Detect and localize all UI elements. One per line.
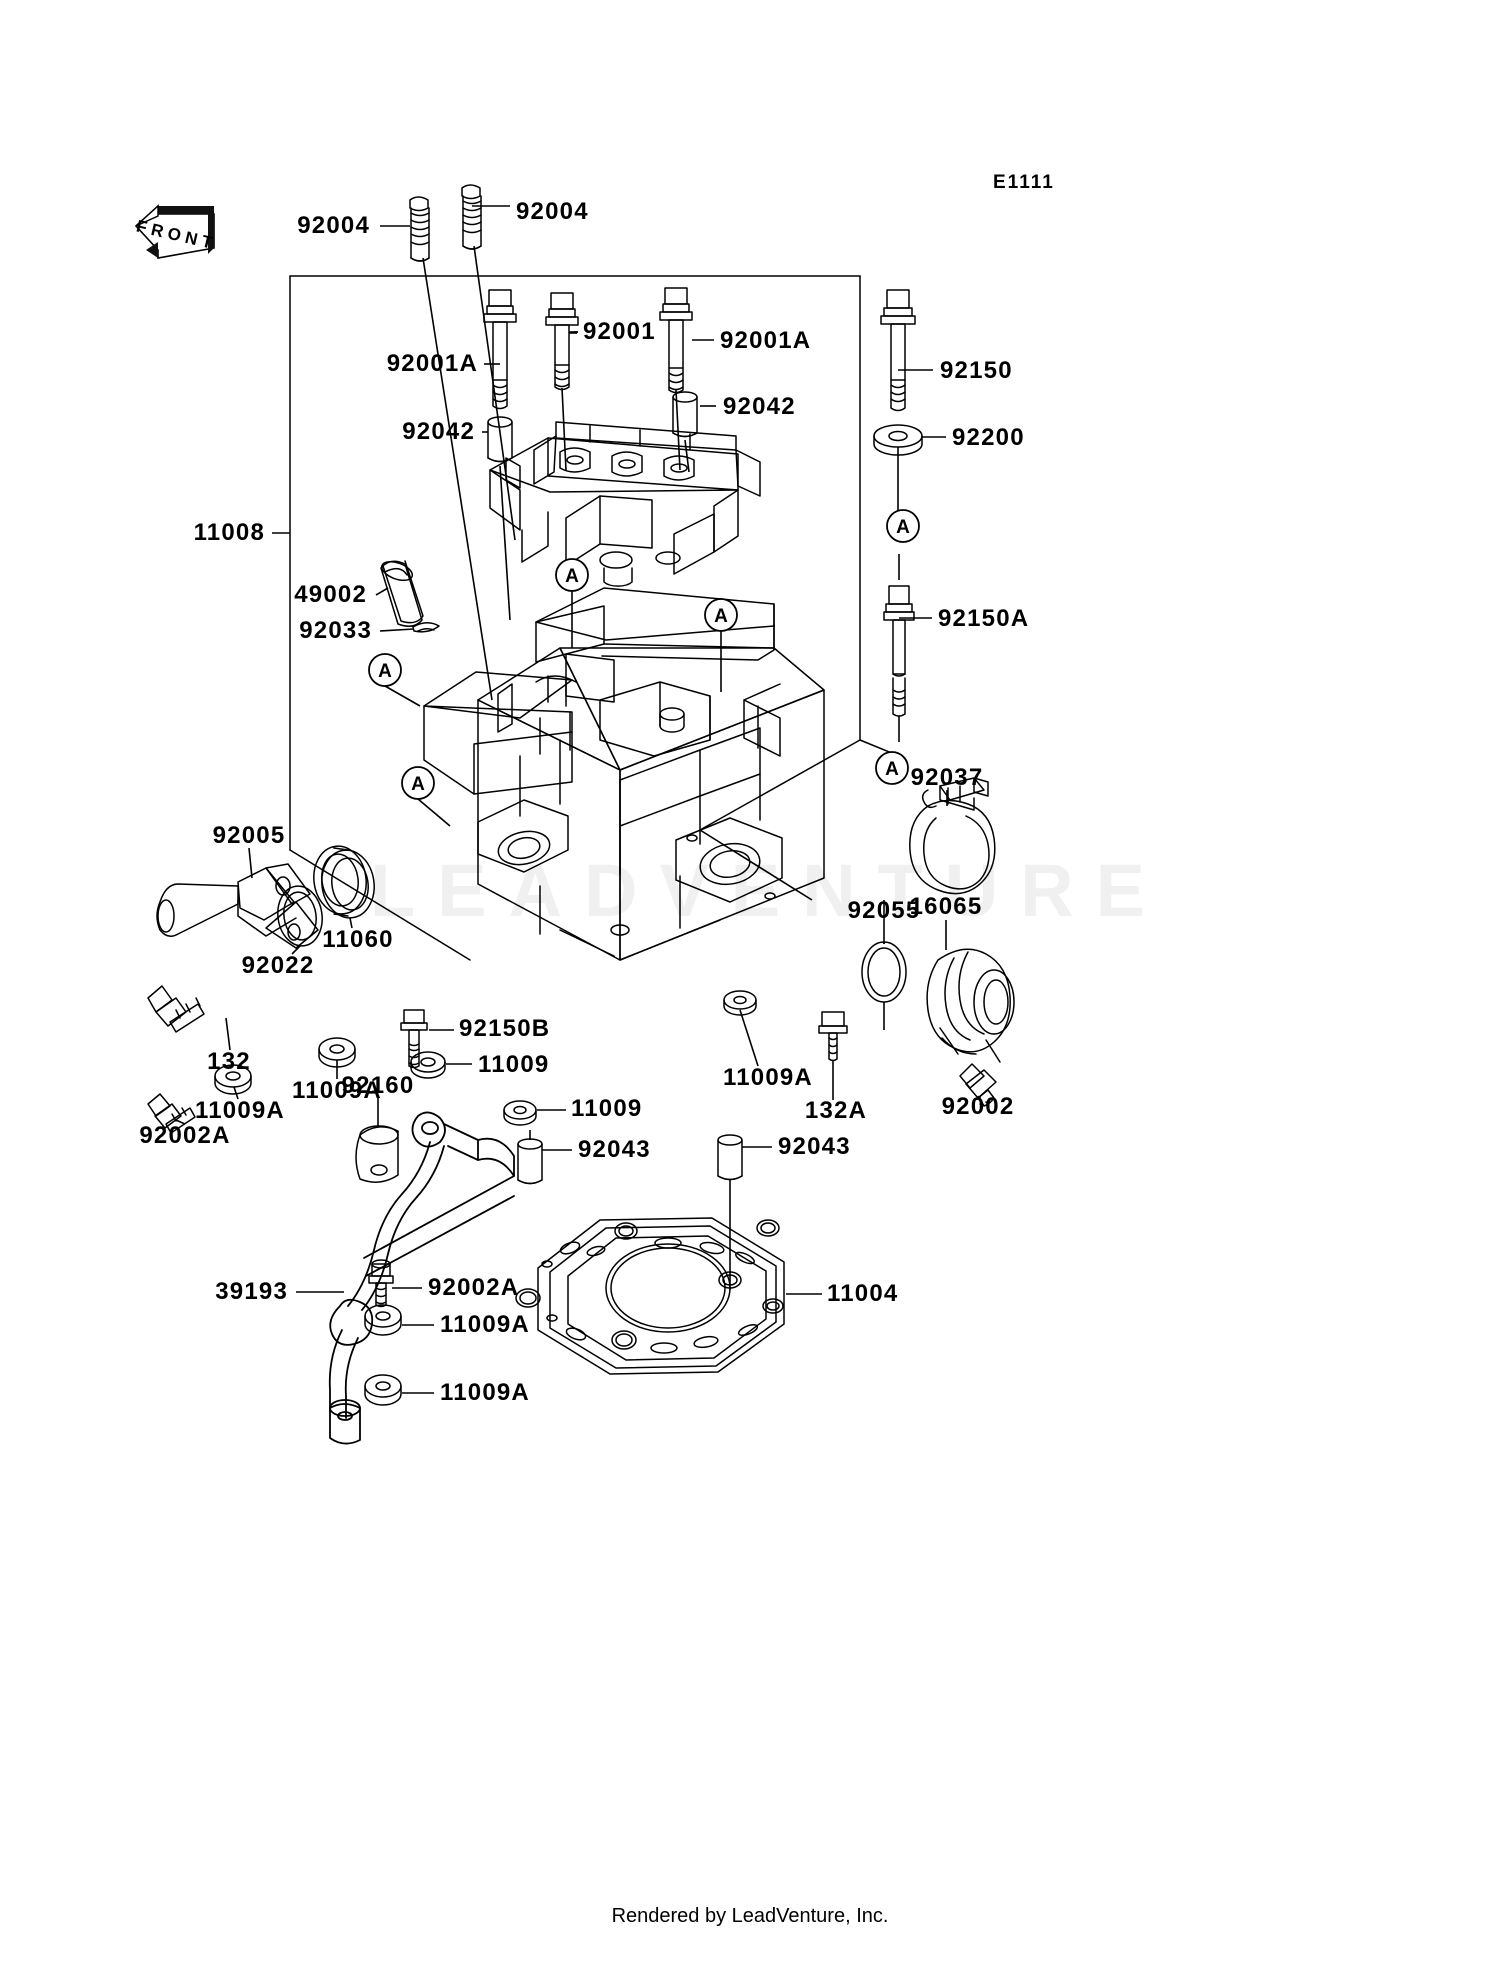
svg-text:A: A bbox=[896, 517, 910, 538]
part-number-label-92002a[interactable]: 92002A bbox=[428, 1274, 520, 1301]
part-92001A-bolt-right bbox=[659, 287, 693, 394]
part-number-label-92150a[interactable]: 92150A bbox=[938, 605, 1030, 632]
part-number-label-11060[interactable]: 11060 bbox=[322, 926, 394, 953]
part-number-label-16065[interactable]: 16065 bbox=[909, 893, 983, 920]
part-number-label-92001a[interactable]: 92001A bbox=[720, 327, 812, 354]
part-number-label-132a[interactable]: 132A bbox=[804, 1097, 868, 1124]
part-92022-o-ring bbox=[277, 885, 323, 947]
part-132-bolt bbox=[147, 985, 205, 1033]
reference-marker-leaders bbox=[384, 591, 722, 827]
part-92042-dowel-left bbox=[487, 416, 513, 463]
part-number-label-11009a[interactable]: 11009A bbox=[195, 1097, 285, 1124]
part-number-label-92002a[interactable]: 92002A bbox=[139, 1122, 231, 1149]
part-11004-gasket bbox=[515, 1217, 785, 1375]
part-number-label-11009a[interactable]: 11009A bbox=[292, 1077, 382, 1104]
part-11009A-washer-bottom-1 bbox=[364, 1304, 402, 1336]
part-92160-damper bbox=[355, 1125, 399, 1183]
part-92005-fitting bbox=[156, 863, 319, 949]
part-11008-crankcase bbox=[423, 421, 825, 961]
svg-text:A: A bbox=[378, 661, 392, 682]
part-number-label-11009a[interactable]: 11009A bbox=[723, 1064, 813, 1091]
part-11060-seal bbox=[313, 845, 375, 919]
part-number-label-92001a[interactable]: 92001A bbox=[386, 350, 478, 377]
part-11009A-washer-right bbox=[723, 990, 757, 1016]
reference-markers bbox=[368, 509, 920, 800]
part-number-label-11008[interactable]: 11008 bbox=[193, 519, 265, 546]
part-number-label-92001[interactable]: 92001 bbox=[583, 318, 656, 345]
part-number-label-92005[interactable]: 92005 bbox=[212, 822, 286, 849]
part-number-label-92004[interactable]: 92004 bbox=[516, 198, 589, 225]
part-number-label-11009a[interactable]: 11009A bbox=[440, 1311, 530, 1338]
part-number-label-92037[interactable]: 92037 bbox=[910, 764, 984, 791]
part-92004-stud-right bbox=[461, 184, 482, 250]
part-92033-snap-ring bbox=[412, 622, 440, 633]
part-number-label-11009[interactable]: 11009 bbox=[478, 1051, 550, 1078]
part-92001-bolt-center bbox=[545, 292, 579, 391]
leader-lines bbox=[175, 205, 985, 1394]
svg-text:A: A bbox=[714, 606, 728, 627]
part-39193-oil-pipe bbox=[328, 1111, 515, 1445]
part-number-label-132[interactable]: 132 bbox=[207, 1048, 251, 1075]
part-number-label-92022[interactable]: 92022 bbox=[241, 952, 315, 979]
part-11009-washer-upper bbox=[410, 1051, 446, 1079]
part-number-label-11009a[interactable]: 11009A bbox=[440, 1379, 530, 1406]
part-number-label-92200[interactable]: 92200 bbox=[952, 424, 1025, 451]
part-92002-bolt bbox=[959, 1063, 997, 1107]
part-number-label-92042[interactable]: 92042 bbox=[723, 393, 796, 420]
part-number-label-92002[interactable]: 92002 bbox=[941, 1093, 1015, 1120]
reference-marker-letters: A A A A A A bbox=[378, 517, 910, 795]
part-92037-hose-clamp bbox=[909, 777, 996, 895]
footer-credit: Rendered by LeadVenture, Inc. bbox=[611, 1905, 889, 1927]
svg-text:A: A bbox=[411, 774, 425, 795]
front-direction-marker: F R O N T bbox=[128, 196, 220, 268]
part-92150-bolt bbox=[880, 289, 916, 412]
diagram-code: E1111 bbox=[993, 172, 1055, 193]
part-number-label-11004[interactable]: 11004 bbox=[827, 1280, 899, 1307]
part-11009-washer-lower bbox=[503, 1100, 537, 1126]
part-16065-holder bbox=[926, 948, 1015, 1063]
part-92055-o-ring bbox=[861, 941, 907, 1003]
part-number-label-92055[interactable]: 92055 bbox=[847, 897, 921, 924]
part-132A-bolt bbox=[818, 1011, 848, 1062]
part-number-label-92150b[interactable]: 92150B bbox=[459, 1015, 551, 1042]
part-49002-sleeve bbox=[380, 560, 424, 627]
svg-text:A: A bbox=[565, 566, 579, 587]
part-number-label-49002[interactable]: 49002 bbox=[294, 581, 367, 608]
part-11009A-washer-left bbox=[214, 1064, 252, 1095]
part-11009A-washer-bottom-2 bbox=[364, 1374, 402, 1406]
part-number-label-92004[interactable]: 92004 bbox=[297, 212, 370, 239]
part-number-label-11009[interactable]: 11009 bbox=[571, 1095, 643, 1122]
group-bracket-11008 bbox=[289, 275, 861, 961]
part-92004-stud-left bbox=[409, 196, 430, 262]
svg-text:A: A bbox=[885, 759, 899, 780]
part-92043-dowel-right bbox=[717, 1134, 743, 1181]
part-number-label-92160[interactable]: 92160 bbox=[341, 1072, 415, 1099]
part-number-label-92042[interactable]: 92042 bbox=[402, 418, 475, 445]
part-number-label-39193[interactable]: 39193 bbox=[215, 1278, 288, 1305]
part-92150A-bolt bbox=[883, 585, 915, 717]
part-number-label-92043[interactable]: 92043 bbox=[778, 1133, 851, 1160]
part-92042-dowel-right bbox=[672, 391, 698, 438]
part-92002A-bolt-left bbox=[147, 1093, 196, 1134]
part-number-label-92150[interactable]: 92150 bbox=[940, 357, 1013, 384]
part-number-label-92033[interactable]: 92033 bbox=[299, 617, 372, 644]
part-92043-dowel-left bbox=[517, 1138, 543, 1185]
part-number-label-92043[interactable]: 92043 bbox=[578, 1136, 651, 1163]
